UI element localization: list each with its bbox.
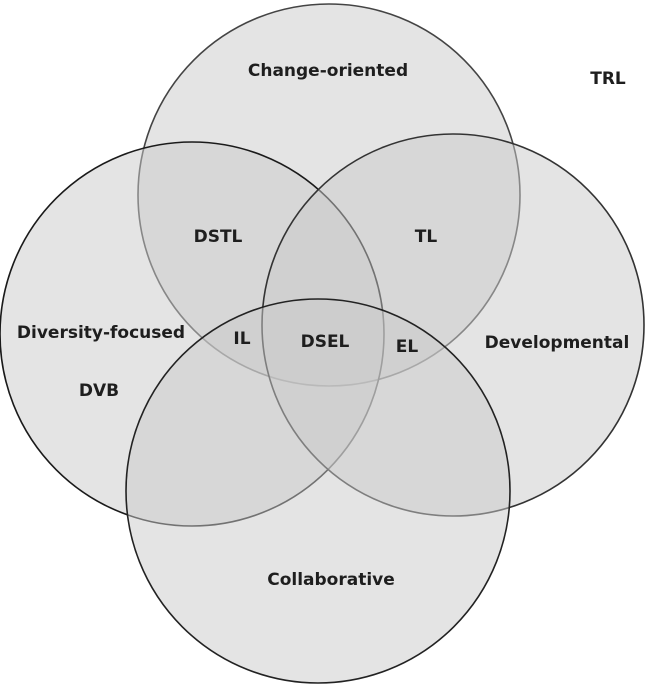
region-tl-label: TL bbox=[415, 227, 438, 247]
collaborative-circle bbox=[125, 298, 511, 684]
developmental-label: Developmental bbox=[485, 333, 630, 353]
region-dvb-label: DVB bbox=[79, 381, 119, 401]
region-il-label: IL bbox=[233, 329, 250, 349]
region-dstl-label: DSTL bbox=[194, 227, 243, 247]
region-el-label: EL bbox=[396, 337, 419, 357]
outside-trl-label: TRL bbox=[590, 69, 626, 89]
collaborative-label: Collaborative bbox=[267, 570, 395, 590]
region-dsel-label: DSEL bbox=[301, 332, 350, 352]
change-oriented-label: Change-oriented bbox=[248, 61, 408, 81]
diversity-focused-label: Diversity-focused bbox=[17, 323, 185, 343]
